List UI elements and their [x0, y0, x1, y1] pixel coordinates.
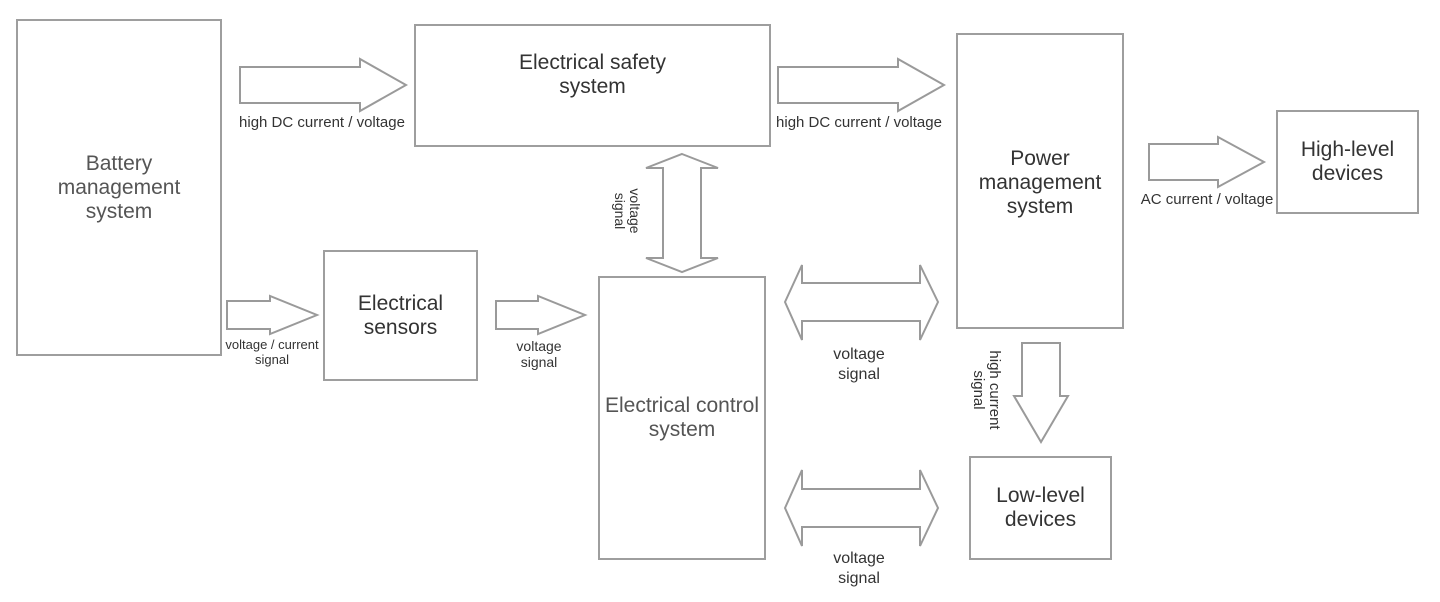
label-power-to-low: high current signal [970, 350, 1003, 430]
block-label: Electrical sensors [357, 291, 444, 339]
arrow-power-to-high [1148, 135, 1267, 189]
block-label: Battery management system [57, 151, 181, 223]
label-sensors-to-control: voltage signal [516, 338, 562, 370]
label-power-to-high: AC current / voltage [1140, 191, 1274, 208]
power-management-system-block: Power management system [956, 33, 1124, 329]
high-level-devices-block: High-level devices [1276, 110, 1419, 214]
arrow-safety-control [645, 152, 719, 274]
label-safety-control: voltage signal [612, 188, 643, 234]
battery-management-system-block: Battery management system [16, 19, 222, 356]
label-control-low: voltage signal [833, 550, 885, 587]
electrical-safety-system-block: Electrical safety system [414, 24, 771, 147]
arrow-bms-to-sensors [226, 294, 320, 336]
block-label: Electrical control system [604, 394, 760, 441]
block-label: Electrical safety system [518, 51, 667, 98]
block-label: Power management system [978, 147, 1102, 218]
block-label: High-level devices [1300, 138, 1395, 185]
arrow-control-power [783, 264, 940, 341]
arrow-power-to-low [1012, 342, 1070, 444]
label-safety-to-power: high DC current / voltage [776, 114, 942, 131]
low-level-devices-block: Low-level devices [969, 456, 1112, 560]
arrow-sensors-to-control [495, 294, 588, 336]
label-bms-to-safety: high DC current / voltage [239, 114, 405, 131]
arrow-bms-to-safety [239, 57, 409, 113]
label-bms-to-sensors: voltage / current signal [225, 337, 319, 367]
electrical-sensors-block: Electrical sensors [323, 250, 478, 381]
label-control-power: voltage signal [833, 346, 885, 383]
electrical-control-system-block: Electrical control system [598, 276, 766, 560]
arrow-safety-to-power [777, 57, 947, 113]
arrow-control-low [783, 469, 940, 547]
block-label: Low-level devices [996, 484, 1085, 531]
